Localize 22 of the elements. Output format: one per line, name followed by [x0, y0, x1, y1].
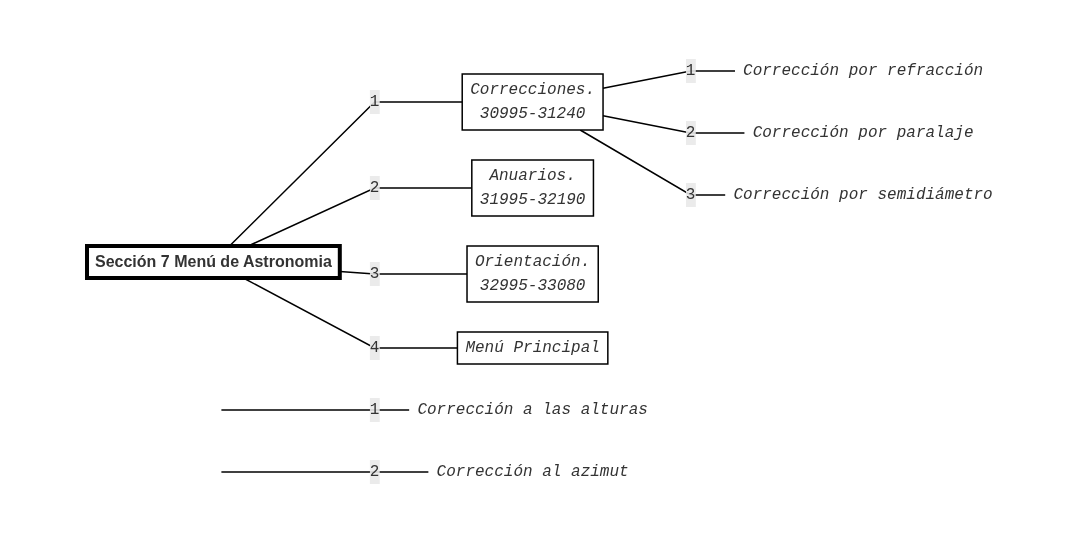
edge-label: 3 — [369, 264, 380, 283]
edge-label: 2 — [369, 462, 380, 481]
node-box: Sección 7 Menú de Astronomia — [85, 243, 342, 280]
node-box: Correcciones. 30995-31240 — [461, 72, 604, 131]
node-text: Corrección por paralaje — [752, 123, 974, 142]
node-text: Corrección a las alturas — [417, 400, 648, 419]
edge-label: 3 — [685, 185, 696, 204]
edge-label: 2 — [369, 178, 380, 197]
edge-label: 1 — [369, 92, 380, 111]
node-box: Menú Principal — [456, 330, 609, 365]
node-box: Orientación. 32995-33080 — [466, 244, 600, 303]
node-box: Anuarios. 31995-32190 — [471, 158, 595, 217]
connector — [220, 408, 411, 411]
connector — [220, 470, 430, 473]
edge-label: 1 — [369, 400, 380, 419]
node-text: Corrección por semidiámetro — [733, 185, 993, 204]
node-text: Corrección al azimut — [436, 462, 629, 481]
edge-label: 1 — [685, 61, 696, 80]
edge-label: 4 — [369, 338, 380, 357]
connector — [579, 128, 727, 196]
edge-label: 2 — [685, 123, 696, 142]
node-text: Corrección por refracción — [743, 61, 984, 80]
